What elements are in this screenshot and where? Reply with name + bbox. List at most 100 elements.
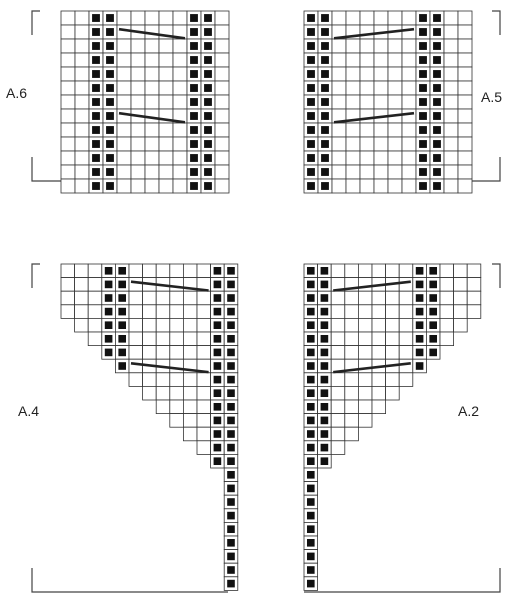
purl-stitch-a4 [213, 416, 222, 425]
purl-stitch-a5 [419, 182, 427, 190]
purl-stitch-a4 [118, 334, 127, 343]
purl-stitch-a2 [306, 484, 315, 493]
grid-cell-a5 [401, 66, 417, 82]
purl-stitch-a4 [213, 430, 222, 438]
grid-cell-a6 [172, 150, 188, 166]
grid-cell-a4 [87, 304, 103, 319]
grid-cell-a6 [172, 66, 188, 82]
grid-cell-a6 [214, 38, 230, 54]
grid-cell-a2 [453, 304, 468, 319]
purl-stitch-a6 [190, 84, 198, 92]
grid-cell-a2 [330, 385, 346, 401]
grid-cell-a6 [172, 80, 188, 96]
grid-cell-a6 [214, 122, 230, 138]
grid-cell-a6 [214, 94, 230, 110]
purl-stitch-a2 [429, 280, 438, 289]
grid-cell-a5 [345, 38, 361, 54]
purl-stitch-a5 [419, 84, 427, 92]
chart-a4 [31, 263, 239, 593]
grid-cell-a2 [385, 317, 400, 333]
purl-stitch-a4 [118, 294, 127, 302]
purl-stitch-a2 [429, 307, 438, 316]
grid-cell-a5 [457, 178, 473, 194]
purl-stitch-a5 [419, 154, 427, 162]
purl-stitch-a6 [106, 84, 114, 92]
grid-cell-a5 [401, 94, 417, 110]
grid-cell-a2 [439, 263, 455, 279]
grid-cell-a2 [330, 372, 346, 387]
grid-cell-a2 [330, 290, 346, 306]
grid-cell-a5 [345, 80, 361, 96]
purl-stitch-a6 [92, 182, 100, 190]
grid-cell-a4 [128, 317, 144, 333]
purl-stitch-a6 [190, 14, 198, 22]
grid-cell-a5 [443, 108, 459, 124]
purl-stitch-a2 [306, 321, 315, 330]
grid-cell-a5 [359, 108, 375, 124]
purl-stitch-a5 [321, 182, 329, 190]
grid-cell-a6 [158, 80, 174, 96]
grid-cell-a4 [182, 426, 198, 442]
grid-cell-a2 [385, 345, 400, 360]
grid-cell-a2 [344, 331, 359, 347]
grid-cell-a4 [169, 331, 184, 347]
purl-stitch-a6 [92, 126, 100, 134]
grid-cell-a2 [385, 304, 400, 319]
purl-stitch-a4 [118, 321, 127, 330]
purl-stitch-a6 [92, 14, 100, 22]
grid-cell-a2 [344, 413, 359, 428]
purl-stitch-a2 [320, 266, 329, 275]
grid-cell-a6 [74, 80, 90, 96]
grid-cell-a4 [182, 331, 198, 347]
purl-stitch-a2 [415, 280, 424, 289]
grid-cell-a6 [116, 122, 132, 138]
grid-cell-a6 [172, 10, 188, 26]
purl-stitch-a4 [104, 334, 113, 343]
grid-cell-a6 [158, 10, 174, 26]
grid-cell-a5 [457, 164, 473, 180]
grid-cell-a6 [158, 136, 174, 152]
grid-cell-a6 [116, 66, 132, 82]
purl-stitch-a4 [227, 280, 235, 289]
grid-cell-a4 [155, 372, 171, 387]
grid-cell-a6 [74, 178, 90, 194]
grid-cell-a6 [74, 164, 90, 180]
purl-stitch-a4 [213, 443, 222, 452]
grid-cell-a6 [60, 122, 76, 138]
purl-stitch-a4 [227, 416, 235, 425]
grid-cell-a4 [196, 290, 212, 306]
grid-cell-a6 [158, 122, 174, 138]
grid-cell-a5 [345, 136, 361, 152]
grid-cell-a5 [443, 38, 459, 54]
grid-cell-a2 [344, 385, 359, 401]
grid-cell-a6 [214, 164, 230, 180]
grid-cell-a2 [357, 331, 373, 347]
grid-cell-a2 [398, 317, 414, 333]
grid-cell-a5 [387, 164, 403, 180]
grid-cell-a6 [130, 164, 146, 180]
grid-cell-a5 [359, 164, 375, 180]
grid-cell-a5 [443, 66, 459, 82]
grid-cell-a5 [443, 150, 459, 166]
purl-stitch-a6 [92, 154, 100, 162]
grid-cell-a6 [74, 24, 90, 40]
grid-cell-a4 [196, 385, 212, 401]
grid-cell-a6 [158, 178, 174, 194]
purl-stitch-a4 [227, 307, 235, 316]
grid-cell-a6 [214, 80, 230, 96]
grid-cell-a5 [359, 150, 375, 166]
purl-stitch-a2 [320, 307, 329, 316]
grid-cell-a2 [357, 304, 373, 319]
purl-stitch-a5 [433, 84, 441, 92]
purl-stitch-a2 [306, 552, 315, 561]
grid-cell-a6 [144, 80, 160, 96]
purl-stitch-a2 [415, 307, 424, 316]
purl-stitch-a6 [204, 84, 212, 92]
grid-cell-a2 [453, 317, 468, 333]
grid-cell-a5 [443, 178, 459, 194]
grid-cell-a2 [398, 263, 414, 279]
grid-cell-a4 [196, 426, 212, 442]
grid-cell-a4 [182, 372, 198, 387]
grid-cell-a2 [357, 372, 373, 387]
